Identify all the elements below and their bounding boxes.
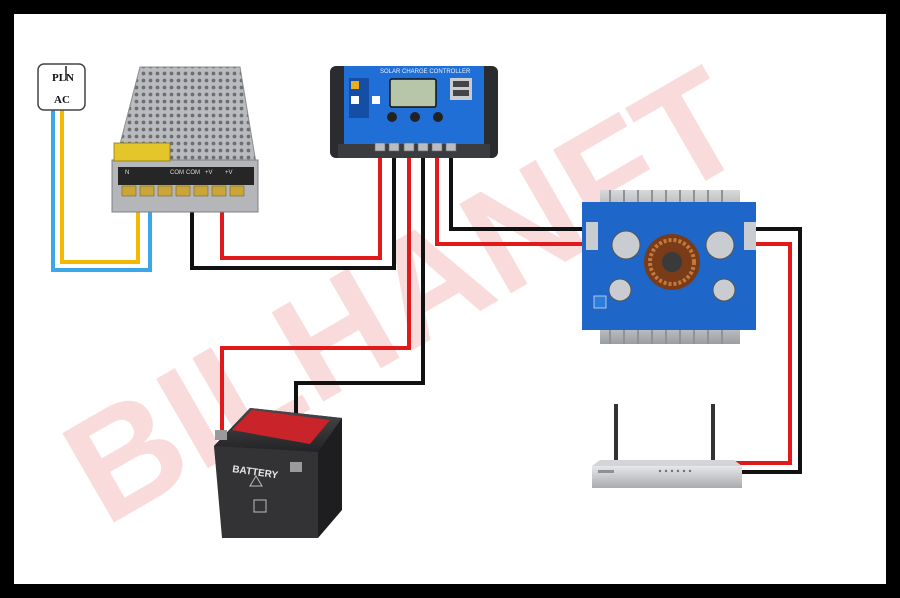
converter-to-router-red	[730, 242, 792, 465]
step-down-converter-icon	[582, 190, 756, 344]
controller-to-converter-black	[449, 150, 596, 231]
pln-label: PLN	[52, 72, 74, 84]
controller-to-converter-red	[435, 150, 596, 246]
psu-terminal-v-2: +V	[225, 170, 233, 176]
psu-terminal-com-1: COM	[170, 170, 184, 176]
power-plug-icon: PLN AC	[37, 63, 86, 111]
ac-label: AC	[54, 94, 70, 106]
solar-charge-controller-icon: SOLAR CHARGE CONTROLLER	[330, 66, 498, 158]
power-supply-icon: N COM COM +V +V	[111, 66, 259, 213]
psu-to-controller-red	[220, 150, 382, 260]
psu-terminal-n: N	[125, 170, 129, 176]
ac-wire-blue	[51, 110, 152, 272]
converter-to-router-black	[735, 227, 802, 474]
psu-terminal-v-1: +V	[205, 170, 213, 176]
ac-wire-yellow	[60, 110, 140, 264]
controller-title: SOLAR CHARGE CONTROLLER	[380, 69, 471, 75]
wifi-router-icon	[592, 404, 742, 488]
controller-to-battery-red	[220, 150, 411, 433]
psu-terminal-labels: N COM COM +V +V	[125, 170, 233, 176]
battery-icon: BATTERY	[214, 408, 342, 538]
wires	[51, 110, 802, 474]
psu-terminal-com-2: COM	[186, 170, 200, 176]
psu-to-controller-black	[190, 150, 396, 270]
